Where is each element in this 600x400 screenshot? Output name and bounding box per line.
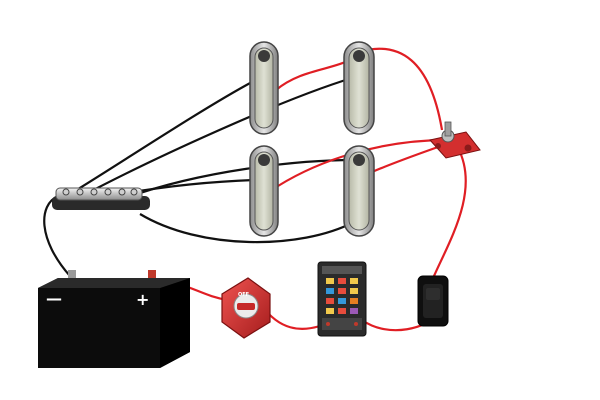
ground-wire-light-2 (81, 76, 353, 197)
negative-terminal (68, 270, 76, 280)
positive-stud-icon (429, 121, 481, 159)
ground-wire-light-5 (139, 213, 355, 244)
positive-terminal (148, 270, 156, 280)
fuse-row-1 (326, 278, 358, 284)
battery-switch-label: OFF (238, 292, 249, 298)
feed-wire-light-1 (275, 59, 351, 91)
switch-to-fuse-wire (261, 305, 321, 330)
pod-light-icon (249, 145, 279, 237)
battery: — + (38, 270, 190, 368)
light-fixture-1 (249, 41, 279, 135)
negative-bus-bar-icon (52, 187, 150, 210)
ground-bus-bar (52, 187, 150, 210)
fuse-block-icon (317, 261, 367, 337)
pod-light-icon (343, 41, 375, 135)
light-fixture-3 (249, 145, 279, 237)
battery-switch: OFF (221, 277, 271, 339)
fuse-row-2 (326, 288, 358, 294)
pod-light-icon (249, 41, 279, 135)
inline-rocker-switch (417, 275, 449, 327)
fuse-block (317, 261, 367, 337)
light-fixture-4 (343, 145, 375, 237)
battery-positive-label: + (136, 290, 149, 309)
fuse-row-3 (326, 298, 358, 304)
switch-knob (237, 303, 255, 310)
pod-light-icon (343, 145, 375, 237)
battery-negative-label: — (46, 289, 62, 308)
rocker-switch-icon (417, 275, 449, 327)
light-fixture-2 (343, 41, 375, 135)
negative-wires (43, 76, 355, 277)
ground-wire-light-1 (69, 81, 253, 195)
fuse-row-4 (326, 308, 358, 314)
bus-to-switch-wire (432, 147, 467, 277)
positive-bus-stud (429, 121, 481, 159)
